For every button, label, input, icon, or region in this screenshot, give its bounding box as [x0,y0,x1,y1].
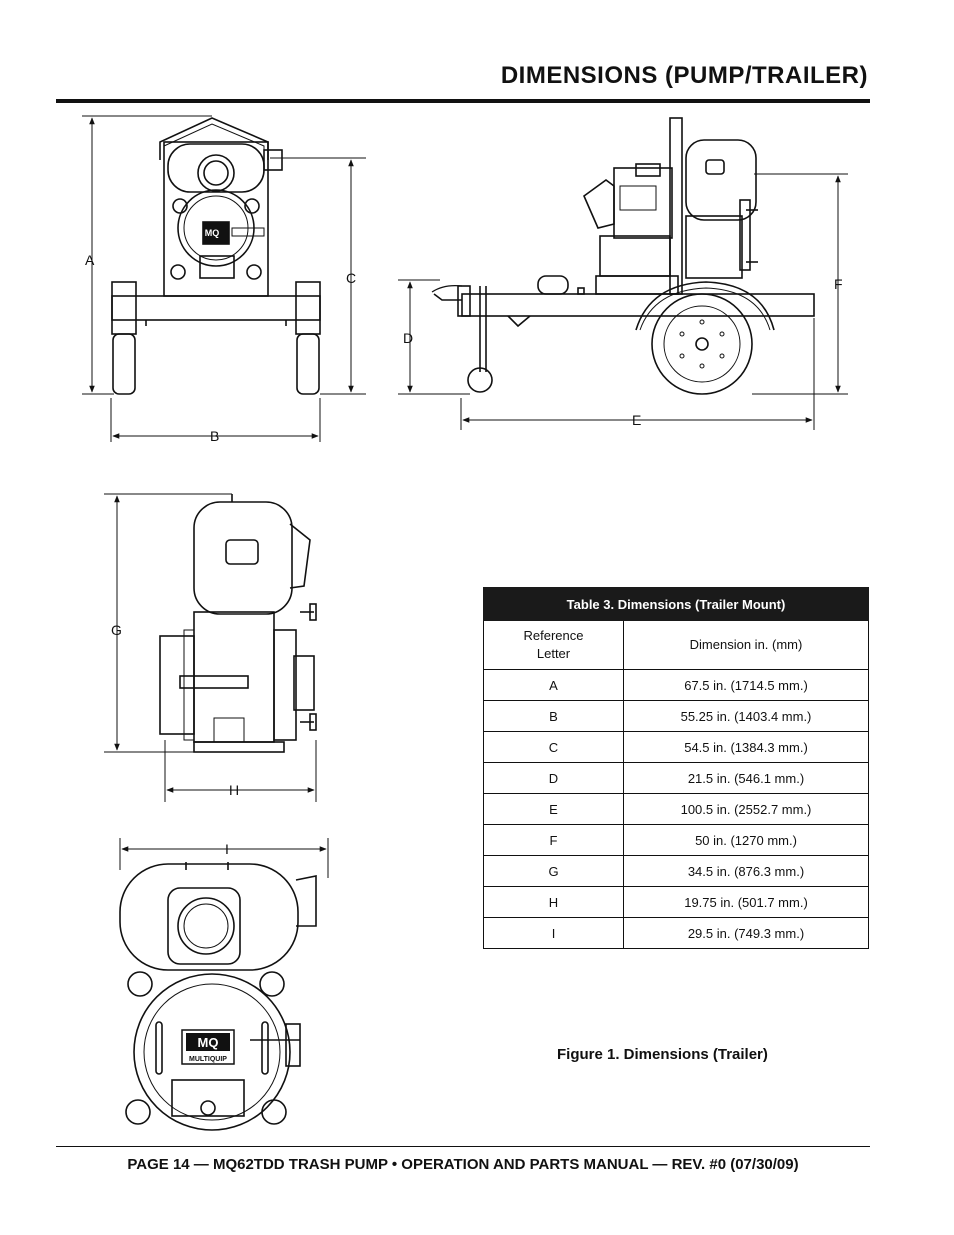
col-header-reference: Reference Letter [483,620,624,670]
logo-text: MULTIQUIP [189,1056,227,1063]
row-letter: I [483,917,624,949]
label-a: A [85,252,95,268]
dimension-c [270,157,366,395]
row-dimension: 55.25 in. (1403.4 mm.) [623,700,869,732]
row-letter: C [483,731,624,763]
label-b: B [210,428,219,444]
col-header-reference-line2: Letter [536,646,571,661]
title-rule [56,99,870,103]
page-title: DIMENSIONS (PUMP/TRAILER) [500,62,868,89]
row-letter: H [483,886,624,918]
footer-rule [56,1146,870,1147]
dimension-a [82,115,212,395]
dimensions-table: Table 3. Dimensions (Trailer Mount) Refe… [483,587,869,949]
label-d: D [403,330,413,346]
dimension-e [460,318,815,430]
row-dimension: 54.5 in. (1384.3 mm.) [623,731,869,763]
label-c: C [346,270,356,286]
row-letter: E [483,793,624,825]
label-e: E [632,412,641,428]
label-i: I [225,841,229,857]
row-letter: D [483,762,624,794]
row-dimension: 21.5 in. (546.1 mm.) [623,762,869,794]
logo-mark-box [186,1033,230,1051]
figure-caption: Figure 1. Dimensions (Trailer) [557,1046,768,1063]
row-dimension: 34.5 in. (876.3 mm.) [623,855,869,887]
trailer-front-view [111,117,321,395]
col-header-reference-line1: Reference [523,628,584,643]
row-letter: G [483,855,624,887]
row-dimension: 29.5 in. (749.3 mm.) [623,917,869,949]
row-letter: A [483,669,624,701]
logo-mark-front: MQ [205,228,220,238]
label-h: H [229,782,239,798]
dimension-i [119,838,329,878]
dimension-d [398,279,470,395]
col-header-dimension: Dimension in. (mm) [623,620,869,670]
dimension-b [110,398,321,442]
dimension-h [164,740,317,802]
row-letter: F [483,824,624,856]
row-dimension: 50 in. (1270 mm.) [623,824,869,856]
table-caption: Table 3. Dimensions (Trailer Mount) [483,587,869,621]
pump-side-view [159,494,317,753]
row-dimension: 100.5 in. (2552.7 mm.) [623,793,869,825]
row-dimension: 19.75 in. (501.7 mm.) [623,886,869,918]
pump-front-view [119,862,317,1131]
dimension-f [752,173,848,395]
trailer-side-view [431,117,815,395]
dimension-g [104,493,232,753]
label-f: F [834,276,843,292]
page-footer: PAGE 14 — MQ62TDD TRASH PUMP • OPERATION… [127,1156,799,1173]
label-g: G [111,622,122,638]
row-dimension: 67.5 in. (1714.5 mm.) [623,669,869,701]
row-letter: B [483,700,624,732]
logo-mark: MQ [198,1035,219,1050]
